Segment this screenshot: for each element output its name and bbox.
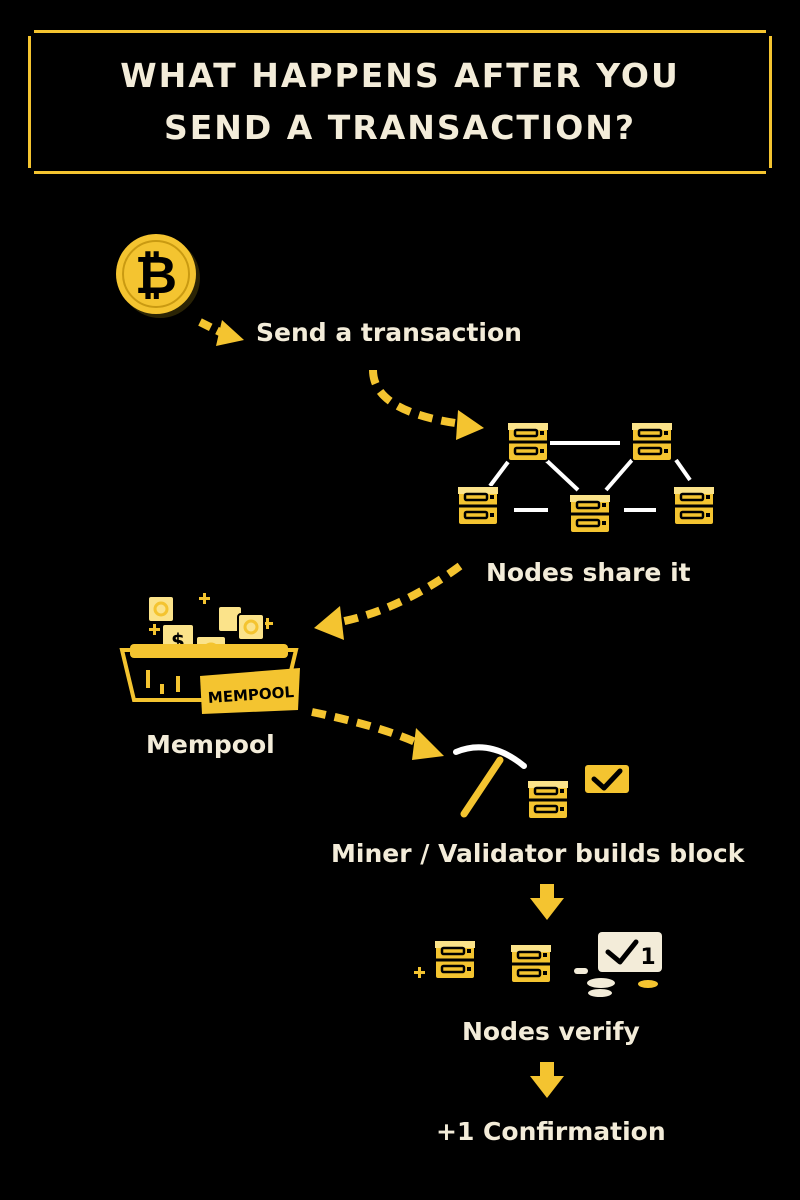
frame-corner	[766, 168, 774, 176]
bitcoin-coin-icon: ₿	[116, 234, 200, 318]
mempool-badge: MEMPOOL	[207, 683, 295, 707]
arrow-to-miner	[311, 708, 444, 760]
verified-blocks-icon: 1	[414, 932, 662, 997]
title-line-1: WHAT HAPPENS AFTER YOU	[120, 56, 680, 95]
confirm-count-badge: 1	[640, 945, 655, 970]
step-label-send: Send a transaction	[256, 318, 522, 347]
arrow-to-nodes	[369, 369, 484, 440]
node-network-icon	[456, 421, 716, 535]
arrow-to-confirmation	[530, 1062, 564, 1098]
step-label-confirmation: +1 Confirmation	[436, 1117, 666, 1146]
pickaxe-block-icon	[453, 744, 631, 821]
step-label-mempool: Mempool	[146, 730, 275, 759]
arrow-to-send	[198, 318, 244, 346]
svg-text:₿: ₿	[135, 246, 177, 306]
frame-corner	[26, 168, 34, 176]
step-label-verify: Nodes verify	[462, 1017, 640, 1046]
arrow-to-mempool	[314, 562, 463, 640]
arrow-to-verify	[530, 884, 564, 920]
step-label-miner: Miner / Validator builds block	[331, 839, 745, 868]
frame-corner	[26, 28, 34, 36]
frame-corner	[766, 28, 774, 36]
title-frame: WHAT HAPPENS AFTER YOU SEND A TRANSACTIO…	[26, 28, 774, 176]
title-line-2: SEND A TRANSACTION?	[163, 108, 637, 147]
mempool-box-icon: $ MEMPOOL	[119, 593, 300, 714]
step-label-share: Nodes share it	[486, 558, 691, 587]
